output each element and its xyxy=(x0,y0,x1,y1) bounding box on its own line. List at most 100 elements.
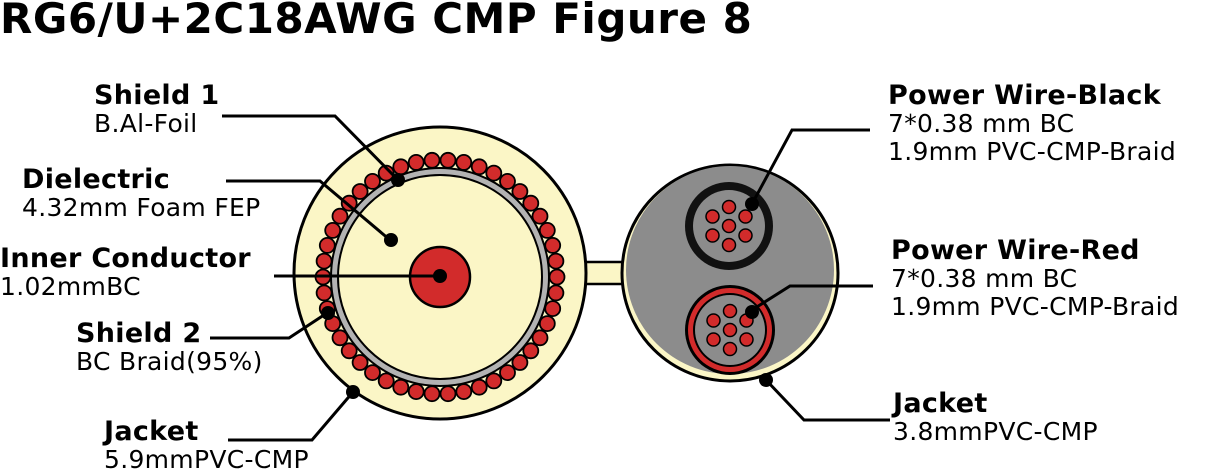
braid-strand xyxy=(377,164,395,182)
label-power-red-desc-2: 1.9mm PVC-CMP-Braid xyxy=(891,292,1180,321)
braid-strand xyxy=(315,284,333,302)
braid-strand xyxy=(364,172,381,190)
wire-strand xyxy=(721,199,737,215)
braid-strand xyxy=(547,252,565,270)
braid-strand xyxy=(407,153,425,171)
label-power-red: Power Wire-Red 7*0.38 mm BC 1.9mm PVC-CM… xyxy=(891,237,1179,321)
braid-strand xyxy=(331,329,349,347)
braid-strand xyxy=(351,183,369,200)
braid-strand xyxy=(439,385,457,403)
braid-strand xyxy=(538,221,556,239)
braid-strand xyxy=(423,151,441,169)
label-power-black-name: Power Wire-Black xyxy=(888,80,1161,111)
braid-strand xyxy=(392,378,410,396)
label-dielectric: Dielectric 4.32mm Foam FEP xyxy=(22,166,260,222)
wire-strand xyxy=(705,209,720,224)
label-dielectric-desc: 4.32mm Foam FEP xyxy=(22,193,261,222)
leader-shield1 xyxy=(222,114,400,182)
label-jacket-left-desc: 5.9mmPVC-CMP xyxy=(104,445,309,474)
braid-strand xyxy=(423,385,441,403)
braid-strand xyxy=(318,236,336,254)
braid-strand xyxy=(455,383,473,401)
label-dielectric-name: Dielectric xyxy=(22,164,171,195)
label-power-red-desc-1: 7*0.38 mm BC xyxy=(891,264,1078,293)
leader-shield2 xyxy=(210,311,328,340)
label-shield1-name: Shield 1 xyxy=(94,80,220,111)
braid-strand xyxy=(364,364,381,382)
braid-strand xyxy=(470,378,488,396)
label-inner-conductor: Inner Conductor 1.02mmBC xyxy=(0,245,251,301)
wire-strand xyxy=(721,218,737,234)
dot-shield2 xyxy=(321,306,335,320)
braid-strand xyxy=(511,354,529,371)
leader-lines xyxy=(210,114,890,442)
braid-strand xyxy=(547,284,565,302)
braid-strand xyxy=(538,315,556,333)
leader-dielectric xyxy=(226,179,391,242)
diagram-title: RG6/U+2C18AWG CMP Figure 8 xyxy=(0,0,753,43)
label-shield2-name: Shield 2 xyxy=(76,318,202,349)
label-power-black: Power Wire-Black 7*0.38 mm BC 1.9mm PVC-… xyxy=(888,82,1176,166)
braid-strand xyxy=(331,207,349,225)
label-jacket-left: Jacket 5.9mmPVC-CMP xyxy=(104,418,309,474)
leader-dots xyxy=(321,173,773,399)
label-shield2: Shield 2 BC Braid(95%) xyxy=(76,320,263,376)
braid-strand xyxy=(531,207,549,225)
leader-jacket-right xyxy=(764,378,890,422)
wire-strand xyxy=(738,209,753,224)
label-inner-conductor-name: Inner Conductor xyxy=(0,243,251,274)
label-jacket-right-name: Jacket xyxy=(893,388,988,419)
label-jacket-right-desc: 3.8mmPVC-CMP xyxy=(893,417,1098,446)
braid-strand xyxy=(470,158,488,176)
braid-strand xyxy=(544,236,562,254)
braid-strand xyxy=(455,153,473,171)
braid-strand xyxy=(315,252,333,270)
wire-strand xyxy=(706,332,721,347)
braid-strand xyxy=(522,342,540,360)
wire-strand xyxy=(738,228,753,243)
braid-strand xyxy=(340,342,358,360)
dot-jacket-left xyxy=(346,385,360,399)
braid-strand xyxy=(531,329,549,347)
braid-strand xyxy=(511,183,529,200)
dot-jacket-right xyxy=(759,373,773,387)
braid-strand xyxy=(351,354,369,371)
braid-strand xyxy=(377,372,395,390)
label-power-red-name: Power Wire-Red xyxy=(891,235,1140,266)
braid-strand xyxy=(324,221,342,239)
label-shield1-desc: B.Al-Foil xyxy=(94,109,198,138)
braid-strand xyxy=(499,172,516,190)
leader-jacket-left xyxy=(228,391,355,442)
dot-shield1 xyxy=(391,173,405,187)
wire-strand xyxy=(705,228,720,243)
label-inner-conductor-desc: 1.02mmBC xyxy=(0,272,141,301)
braid-strand xyxy=(392,158,410,176)
label-shield1: Shield 1 B.Al-Foil xyxy=(94,82,219,138)
shield2-braid-ring xyxy=(314,151,566,403)
label-power-black-desc-1: 7*0.38 mm BC xyxy=(888,109,1075,138)
wire-strand xyxy=(722,322,738,338)
dot-power-black xyxy=(745,197,759,211)
braid-strand xyxy=(485,164,503,182)
dot-inner-conductor xyxy=(433,269,447,283)
braid-strand xyxy=(544,300,562,318)
wire-strand xyxy=(739,332,754,347)
label-jacket-right: Jacket 3.8mmPVC-CMP xyxy=(893,390,1098,446)
wire-strand xyxy=(721,237,737,253)
wire-strand xyxy=(706,313,721,328)
wire-strand xyxy=(722,303,738,319)
braid-strand xyxy=(548,268,566,286)
red-wire-strands xyxy=(706,303,754,357)
braid-strand xyxy=(407,383,425,401)
wire-strand xyxy=(722,341,738,357)
leader-power-red xyxy=(751,284,873,312)
braid-strand xyxy=(499,364,516,382)
leader-power-black xyxy=(750,128,870,205)
label-jacket-left-name: Jacket xyxy=(104,416,199,447)
power-cable xyxy=(620,163,840,383)
dot-power-red xyxy=(745,305,759,319)
label-shield2-desc: BC Braid(95%) xyxy=(76,347,263,376)
braid-strand xyxy=(522,194,540,212)
dot-dielectric xyxy=(384,233,398,247)
